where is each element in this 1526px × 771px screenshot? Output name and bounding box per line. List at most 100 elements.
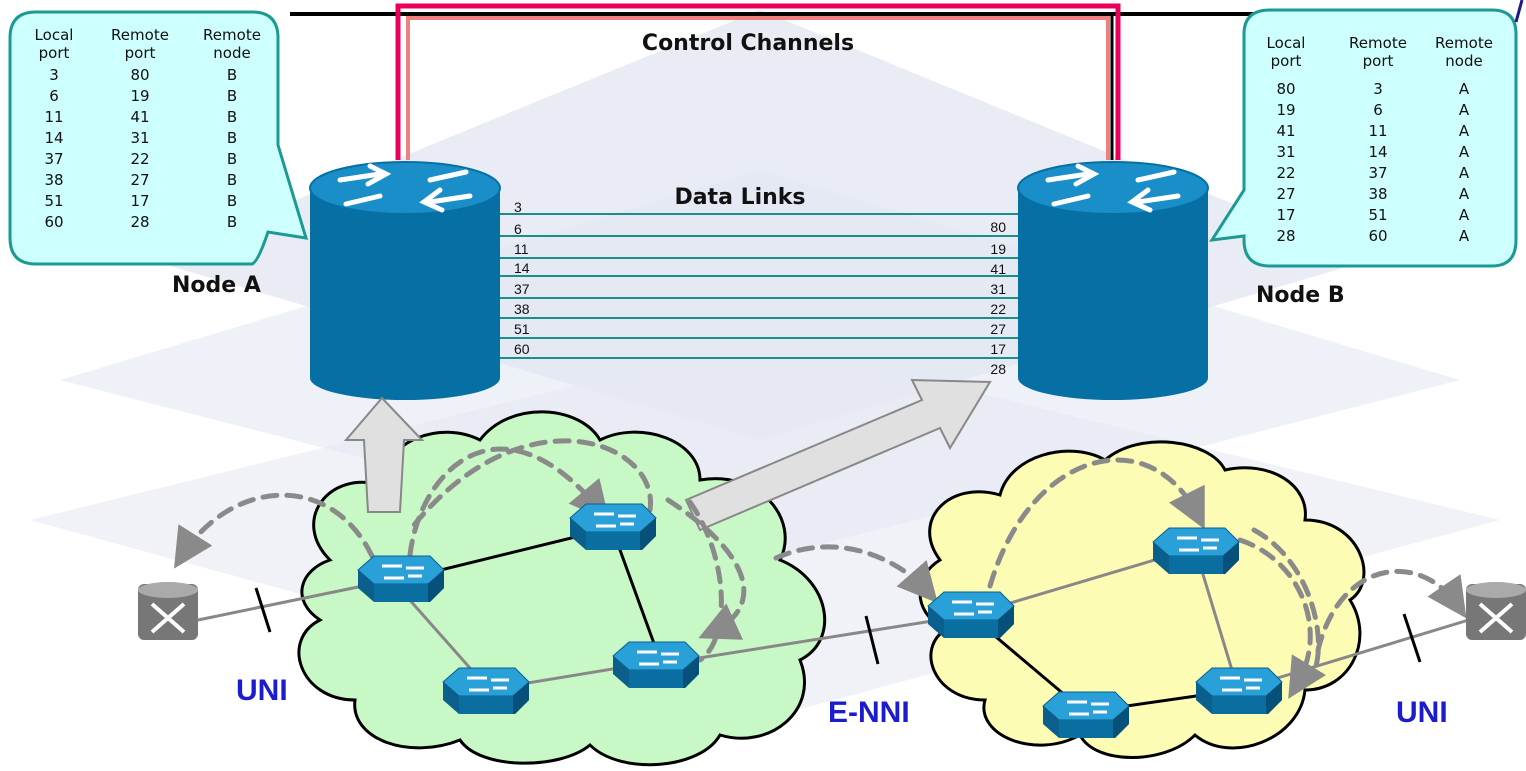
table-b-row-0-local: 80 xyxy=(1276,80,1295,98)
zoom-arrow-to-node-b xyxy=(684,378,992,532)
table-a-row-0-local: 3 xyxy=(49,66,59,84)
table-b-row-0-remote: 3 xyxy=(1373,80,1383,98)
node-a-router-icon xyxy=(309,161,501,400)
table-a-row-1-node: B xyxy=(227,87,237,105)
table-b-row-5-remote: 38 xyxy=(1368,185,1387,203)
table-b-row-6-local: 17 xyxy=(1276,206,1295,224)
table-b-header-remote-node-2: node xyxy=(1445,52,1482,70)
port-a-3: 14 xyxy=(514,260,530,276)
table-b-row-0-node: A xyxy=(1459,80,1470,98)
table-a-row-2-node: B xyxy=(227,108,237,126)
table-a-row-6-remote: 17 xyxy=(130,192,149,210)
node-b-port-table: Local port Remote port Remote node 80 3 … xyxy=(1267,34,1493,245)
table-a-row-7-local: 60 xyxy=(44,213,63,231)
table-a-row-0-remote: 80 xyxy=(130,66,149,84)
signaling-arrows xyxy=(173,438,1467,699)
table-b-header-remote-port-1: Remote xyxy=(1349,34,1407,52)
table-b-row-2-remote: 11 xyxy=(1368,122,1387,140)
port-b-3: 31 xyxy=(990,281,1006,297)
table-b-header-remote-port-2: port xyxy=(1363,52,1394,70)
port-b-2: 41 xyxy=(990,261,1006,277)
client-xconnect-right-icon xyxy=(1464,580,1526,642)
table-b-row-6-remote: 51 xyxy=(1368,206,1387,224)
table-a-row-6-node: B xyxy=(227,192,237,210)
router-green-2 xyxy=(568,502,658,552)
enni-tick xyxy=(864,615,880,665)
port-b-1: 19 xyxy=(990,241,1006,257)
enni-label: E-NNI xyxy=(828,696,910,729)
table-b-row-5-local: 27 xyxy=(1276,185,1295,203)
table-a-header-remote-node-1: Remote xyxy=(203,26,261,44)
table-b-header-local-1: Local xyxy=(1267,34,1306,52)
node-b-label: Node B xyxy=(1256,283,1345,308)
data-links-label: Data Links xyxy=(674,185,805,210)
table-a-row-5-local: 38 xyxy=(44,171,63,189)
port-b-4: 22 xyxy=(990,301,1006,317)
zoom-arrow-to-node-a xyxy=(343,396,425,513)
table-a-row-7-remote: 28 xyxy=(130,213,149,231)
router-yellow-4 xyxy=(1041,690,1131,740)
table-b-header-remote-node-1: Remote xyxy=(1435,34,1493,52)
port-a-6: 51 xyxy=(514,321,530,337)
table-b-row-3-node: A xyxy=(1459,143,1470,161)
table-b-row-1-node: A xyxy=(1459,101,1470,119)
table-b-row-7-node: A xyxy=(1459,227,1470,245)
table-b-row-5-node: A xyxy=(1459,185,1470,203)
node-a-port-numbers: 3 6 11 14 37 38 51 60 xyxy=(514,199,530,357)
table-a-row-5-remote: 27 xyxy=(130,171,149,189)
table-b-row-3-local: 31 xyxy=(1276,143,1295,161)
node-b-router-icon xyxy=(1017,161,1209,400)
table-a-header-local-1: Local xyxy=(35,26,74,44)
table-a-row-3-remote: 31 xyxy=(130,129,149,147)
router-yellow-3 xyxy=(1194,666,1284,716)
port-b-7: 28 xyxy=(990,361,1006,377)
data-links xyxy=(500,213,1020,359)
uni-right-tick xyxy=(1402,613,1422,663)
table-a-row-2-remote: 41 xyxy=(130,108,149,126)
table-a-row-3-local: 14 xyxy=(44,129,63,147)
table-b-row-4-local: 22 xyxy=(1276,164,1295,182)
client-xconnect-left-icon xyxy=(136,580,200,642)
table-a-row-7-node: B xyxy=(227,213,237,231)
router-green-1 xyxy=(356,554,446,604)
table-b-row-4-node: A xyxy=(1459,164,1470,182)
table-a-header-remote-port-1: Remote xyxy=(111,26,169,44)
corner-slash xyxy=(1514,0,1524,23)
table-a-row-4-local: 37 xyxy=(44,150,63,168)
uni-left-tick xyxy=(254,587,272,633)
table-a-row-1-remote: 19 xyxy=(130,87,149,105)
port-a-0: 3 xyxy=(514,199,522,215)
node-a-port-table: Local port Remote port Remote node 3 80 … xyxy=(35,26,261,231)
uni-right-label: UNI xyxy=(1396,696,1448,729)
router-green-3 xyxy=(611,640,701,690)
control-channels-loop xyxy=(395,3,1121,160)
router-yellow-1 xyxy=(926,590,1016,640)
table-b-row-7-remote: 60 xyxy=(1368,227,1387,245)
node-b-port-numbers: 80 19 41 31 22 27 17 28 xyxy=(990,219,1006,377)
table-b-row-4-remote: 37 xyxy=(1368,164,1387,182)
table-a-header-remote-port-2: port xyxy=(125,44,156,62)
node-b-port-table-callout xyxy=(1209,8,1518,268)
port-a-5: 38 xyxy=(514,301,530,317)
node-a-label: Node A xyxy=(172,273,261,298)
port-a-2: 11 xyxy=(514,241,529,257)
table-a-header-remote-node-2: node xyxy=(213,44,250,62)
router-yellow-2 xyxy=(1151,526,1241,576)
uni-left-label: UNI xyxy=(236,674,288,707)
table-b-header-local-2: port xyxy=(1271,52,1302,70)
table-a-row-3-node: B xyxy=(227,129,237,147)
table-a-row-5-node: B xyxy=(227,171,237,189)
table-b-row-3-remote: 14 xyxy=(1368,143,1387,161)
table-a-row-2-local: 11 xyxy=(44,108,63,126)
table-a-row-4-node: B xyxy=(227,150,237,168)
table-b-row-2-node: A xyxy=(1459,122,1470,140)
port-a-7: 60 xyxy=(514,341,530,357)
table-a-row-1-local: 6 xyxy=(49,87,59,105)
table-b-row-1-local: 19 xyxy=(1276,101,1295,119)
table-a-row-4-remote: 22 xyxy=(130,150,149,168)
table-a-row-0-node: B xyxy=(227,66,237,84)
port-b-0: 80 xyxy=(990,219,1006,235)
port-b-5: 27 xyxy=(990,321,1006,337)
